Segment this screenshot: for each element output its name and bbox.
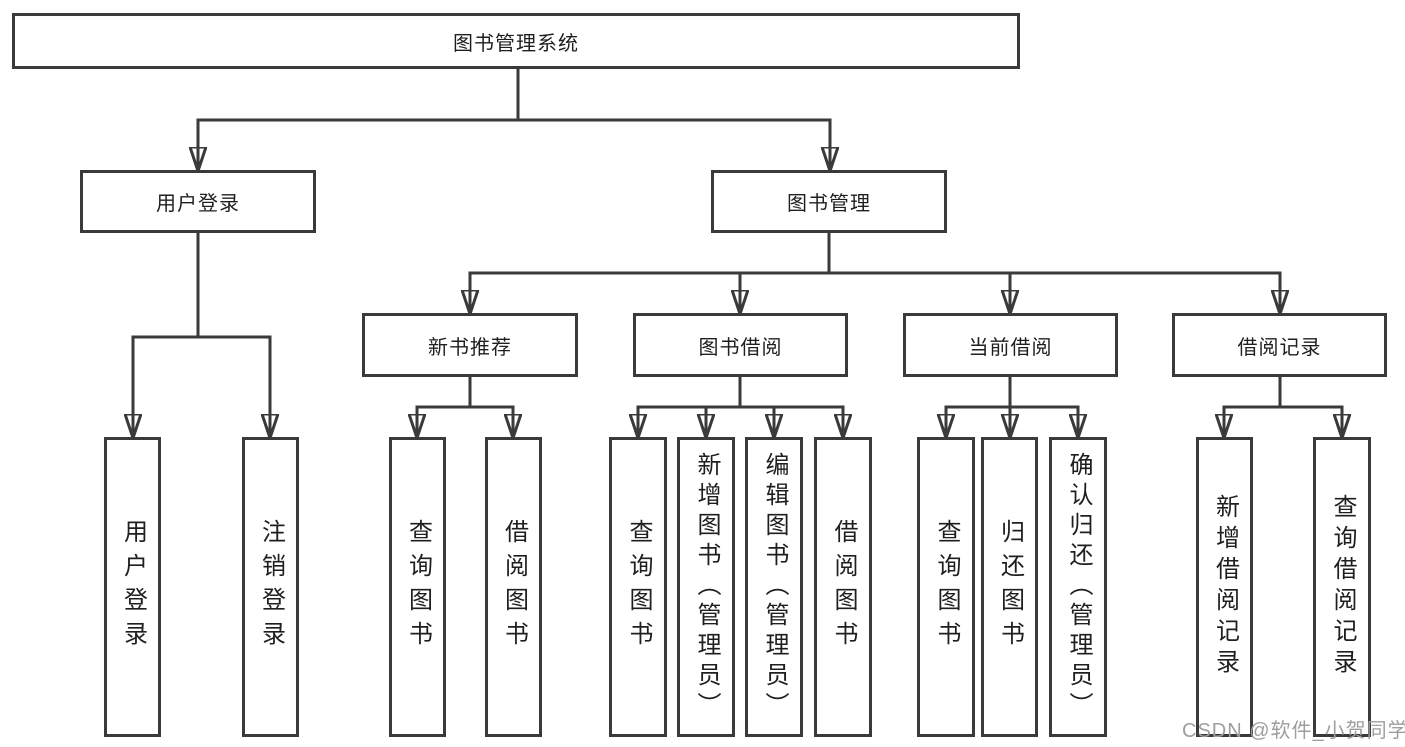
node-label: 图书管理 bbox=[787, 193, 871, 215]
node-current-borrow: 当前借阅 bbox=[903, 313, 1118, 377]
leaf-label: 归还图书 bbox=[996, 519, 1024, 655]
leaf-label: 确认归还（管理员） bbox=[1065, 452, 1092, 722]
leaf-label: 新增图书（管理员） bbox=[693, 452, 720, 722]
leaf-label: 用户登录 bbox=[119, 519, 147, 655]
leaf-label: 查询图书 bbox=[625, 519, 652, 655]
leaf-borrow-add-books-admin: 新增图书（管理员） bbox=[677, 437, 735, 737]
node-borrow-records: 借阅记录 bbox=[1172, 313, 1387, 377]
node-label: 新书推荐 bbox=[428, 336, 512, 359]
node-book-management: 图书管理 bbox=[711, 170, 947, 233]
node-new-book-recommend: 新书推荐 bbox=[362, 313, 578, 377]
node-root: 图书管理系统 bbox=[12, 13, 1020, 69]
node-user-login: 用户登录 bbox=[80, 170, 316, 233]
leaf-borrow-borrow-books: 借阅图书 bbox=[814, 437, 872, 737]
leaf-current-query-books: 查询图书 bbox=[917, 437, 975, 737]
leaf-recommend-query-books: 查询图书 bbox=[389, 437, 446, 737]
node-book-borrow: 图书借阅 bbox=[633, 313, 848, 377]
leaf-borrow-query-books: 查询图书 bbox=[609, 437, 667, 737]
leaf-current-confirm-return-admin: 确认归还（管理员） bbox=[1049, 437, 1107, 737]
leaf-label: 借阅图书 bbox=[500, 519, 528, 655]
leaf-records-add-borrow-record: 新增借阅记录 bbox=[1196, 437, 1253, 737]
node-label: 用户登录 bbox=[156, 193, 240, 215]
leaf-label: 注销登录 bbox=[257, 519, 285, 655]
leaf-current-return-books: 归还图书 bbox=[981, 437, 1038, 737]
leaf-records-query-borrow-record: 查询借阅记录 bbox=[1313, 437, 1371, 737]
leaf-label: 查询图书 bbox=[404, 519, 432, 655]
node-label: 图书管理系统 bbox=[453, 32, 579, 55]
leaf-user-login: 用户登录 bbox=[104, 437, 161, 737]
node-label: 当前借阅 bbox=[968, 336, 1053, 359]
node-label: 图书借阅 bbox=[698, 336, 783, 359]
node-label: 借阅记录 bbox=[1237, 336, 1322, 359]
leaf-label: 编辑图书（管理员） bbox=[761, 452, 788, 722]
leaf-label: 借阅图书 bbox=[830, 519, 857, 655]
leaf-borrow-edit-books-admin: 编辑图书（管理员） bbox=[745, 437, 803, 737]
leaf-recommend-borrow-books: 借阅图书 bbox=[485, 437, 542, 737]
leaf-logout: 注销登录 bbox=[242, 437, 299, 737]
csdn-watermark: CSDN @软件_小贺同学 bbox=[1182, 720, 1405, 742]
leaf-label: 新增借阅记录 bbox=[1211, 494, 1239, 680]
leaf-label: 查询借阅记录 bbox=[1329, 494, 1356, 680]
leaf-label: 查询图书 bbox=[933, 519, 960, 655]
